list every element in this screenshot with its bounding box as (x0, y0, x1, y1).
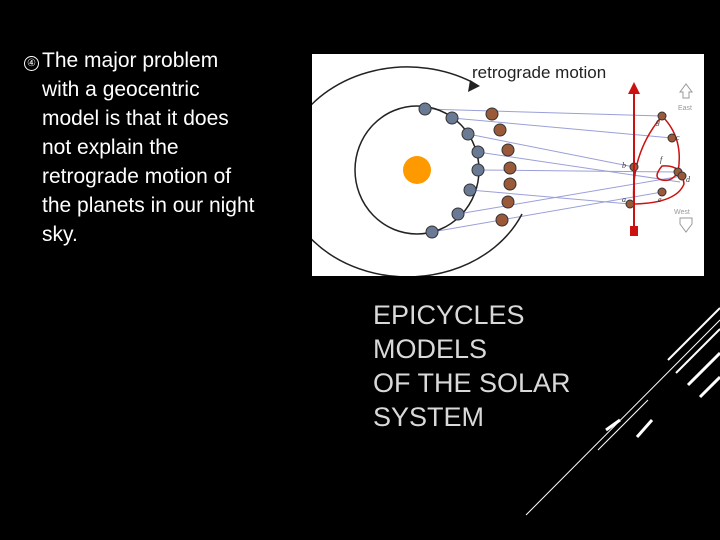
point-label: d (686, 175, 691, 184)
bullet-text: The major problem with a geocentric mode… (42, 49, 255, 246)
east-label: East (678, 105, 692, 112)
orbit-arrow-icon (468, 80, 480, 92)
outer-orbit (312, 66, 523, 276)
apparent-positions (625, 111, 687, 209)
point-label: f (660, 155, 664, 164)
east-arrow-icon (679, 83, 693, 99)
retrograde-motion-diagram: East West g c f b d a e retrograde motio… (312, 54, 704, 276)
arrow-base-icon (630, 226, 638, 236)
point-label: e (658, 195, 662, 204)
point-label: c (676, 133, 680, 142)
section-title: EPICYCLES MODELS OF THE SOLAR SYSTEM (373, 300, 571, 432)
west-arrow-icon (679, 217, 693, 233)
outer-planet-positions (485, 107, 517, 227)
earth-positions (418, 102, 485, 239)
point-label: g (656, 117, 660, 126)
numbered-4-circle-icon: ④ (24, 56, 39, 71)
point-label: b (622, 161, 626, 170)
sun-icon (403, 156, 431, 184)
retrograde-path (629, 114, 685, 205)
point-label: a (622, 195, 626, 204)
arrow-up-icon (628, 82, 640, 94)
figure-title: retrograde motion (472, 63, 606, 82)
west-label: West (674, 209, 690, 216)
